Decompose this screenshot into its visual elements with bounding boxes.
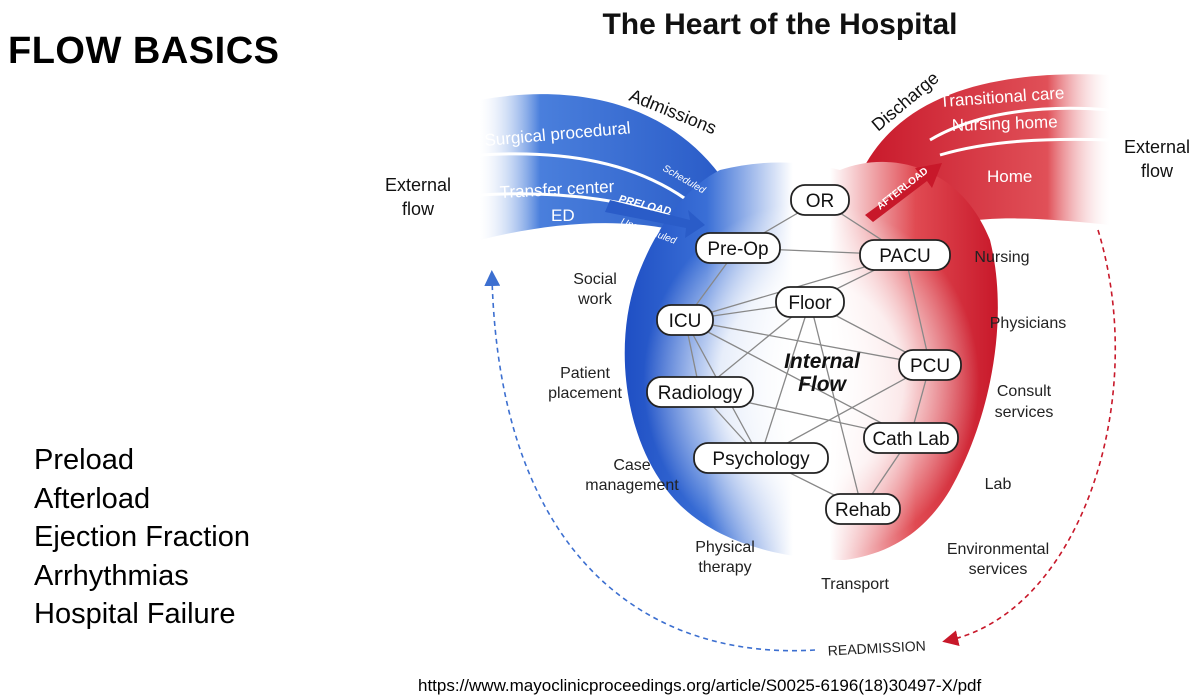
topic-ejection-fraction: Ejection Fraction [34,521,250,553]
node-rehab: Rehab [825,493,901,525]
environmental-line1: Environmental [947,541,1049,558]
node-radiology: Radiology [646,376,754,408]
node-pcu-label: PCU [910,356,950,377]
diagram-title: The Heart of the Hospital [602,8,957,41]
node-radiology-label: Radiology [658,383,743,404]
topic-afterload: Afterload [34,482,151,515]
lab-label: Lab [985,476,1012,493]
readmission-loop: READMISSION [484,229,1116,659]
environmental-line2: services [969,561,1028,578]
readmission-label: READMISSION [827,637,926,658]
internal-flow-line2: Flow [798,373,847,396]
external-flow-left-line2: flow [402,199,435,219]
node-cathlab-label: Cath Lab [872,429,949,450]
external-flow-right-line1: External [1124,137,1190,157]
node-pacu: PACU [859,239,951,271]
node-pcu: PCU [898,349,962,381]
node-psychology: Psychology [693,442,829,474]
nursing-label: Nursing [974,249,1029,266]
node-floor-label: Floor [788,293,832,314]
topic-list: Preload Afterload Ejection Fraction Arrh… [34,441,250,634]
case-management-line2: management [585,477,679,494]
internal-flow-line1: Internal [784,350,861,373]
source-url: https://www.mayoclinicproceedings.org/ar… [418,676,982,695]
ed-label: ED [551,206,575,225]
external-flow-left-line1: External [385,175,451,195]
consult-line1: Consult [997,383,1052,400]
node-rehab-label: Rehab [835,500,891,521]
node-icu-label: ICU [669,311,702,332]
physical-therapy-line2: therapy [698,559,751,576]
social-work-line2: work [577,291,613,308]
topic-hospital-failure: Hospital Failure [34,598,236,630]
home-label: Home [987,167,1032,186]
patient-placement-line2: placement [548,385,622,402]
topic-arrhythmias: Arrhythmias [34,559,189,592]
transport-label: Transport [821,576,889,593]
consult-line2: services [995,404,1054,421]
nursing-home-label: Nursing home [951,112,1057,135]
node-pacu-label: PACU [879,246,930,267]
node-floor: Floor [775,286,845,318]
case-management-line1: Case [613,457,650,474]
social-work-line1: Social [573,271,617,288]
node-preop-label: Pre-Op [707,239,768,260]
topic-preload: Preload [34,444,134,476]
node-preop: Pre-Op [695,232,781,264]
patient-placement-line1: Patient [560,365,610,382]
physical-therapy-line1: Physical [695,539,755,556]
physicians-label: Physicians [990,315,1066,332]
node-icu: ICU [656,304,714,336]
node-psychology-label: Psychology [712,449,810,470]
slide-title: FLOW BASICS [8,30,280,72]
node-or-label: OR [806,191,835,212]
external-flow-right-line2: flow [1141,161,1174,181]
node-or: OR [790,184,850,216]
node-cathlab: Cath Lab [863,422,959,454]
